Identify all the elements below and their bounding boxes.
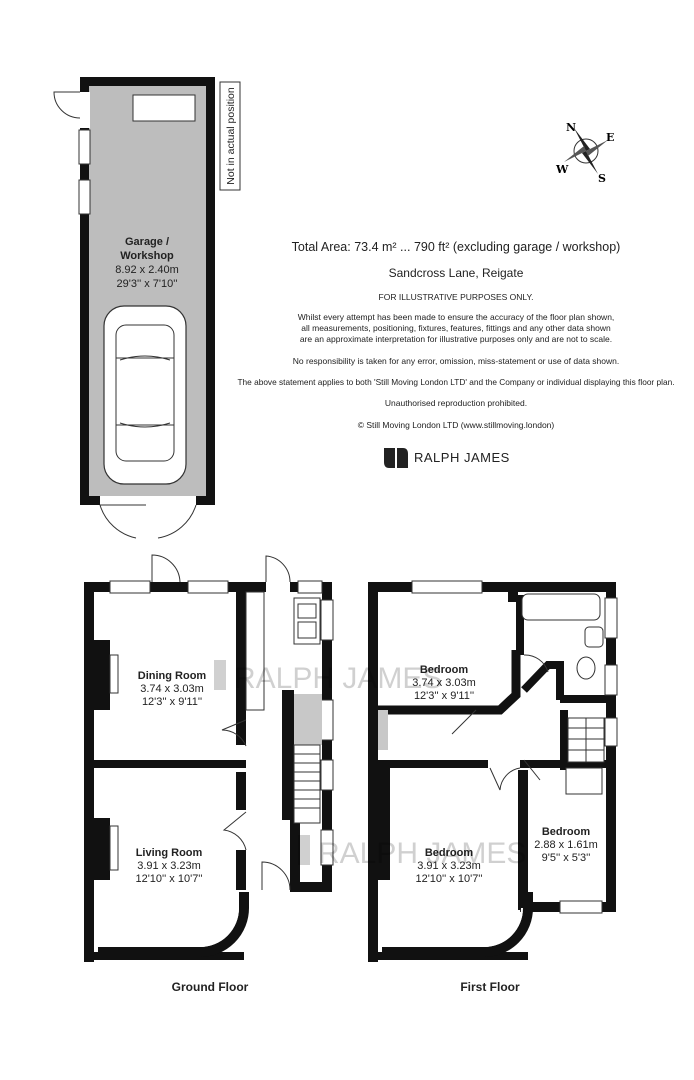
ralph-james-logo-icon: [384, 448, 408, 468]
ground-floor-plan: Dining Room 3.74 x 3.03m 12'3'' x 9'11''…: [84, 554, 334, 994]
garage-window: [78, 179, 91, 215]
disclaimer-line-2: all measurements, positioning, fixtures,…: [301, 323, 611, 333]
compass-s: S: [598, 172, 606, 185]
garage-name-line1: Garage /: [125, 236, 169, 248]
dining-room-imperial: 12'3'' x 9'11'': [142, 696, 202, 708]
illustrative-note: FOR ILLUSTRATIVE PURPOSES ONLY.: [378, 292, 534, 302]
kitchen-back-door: [265, 555, 291, 583]
bedroom-back-imperial: 12'3'' x 9'11'': [414, 690, 474, 702]
address: Sandcross Lane, Reigate: [388, 266, 524, 280]
watermark-ground: RALPH JAMES: [234, 662, 442, 695]
garage-door-right: [157, 504, 197, 539]
dining-room-name: Dining Room: [138, 670, 207, 682]
bedroom-front-imperial: 12'10'' x 10'7'': [415, 873, 482, 885]
disclaimer-line-1: Whilst every attempt has been made to en…: [297, 312, 615, 322]
bedroom-small-name: Bedroom: [542, 826, 591, 838]
living-room-name: Living Room: [136, 847, 203, 859]
garage-window: [78, 129, 91, 165]
bedroom-small-imperial: 9'5'' x 5'3'': [542, 852, 591, 864]
compass-rose: N E S W: [555, 121, 614, 185]
garage-imperial: 29'3'' x 7'10'': [117, 278, 178, 290]
garden-door: [151, 554, 181, 583]
responsibility-note: No responsibility is taken for any error…: [292, 356, 620, 366]
copyright-note: © Still Moving London LTD (www.stillmovi…: [357, 420, 555, 430]
workbench: [132, 94, 196, 122]
statement-note: The above statement applies to both 'Sti…: [237, 377, 675, 387]
garage-side-door: [53, 91, 81, 119]
bedroom-back-name: Bedroom: [420, 664, 469, 676]
compass-e: E: [606, 131, 614, 144]
total-area: Total Area: 73.4 m² ... 790 ft² (excludi…: [291, 240, 621, 254]
basin: [584, 626, 604, 648]
bedroom-front-name: Bedroom: [425, 847, 474, 859]
living-room-imperial: 12'10'' x 10'7'': [135, 873, 202, 885]
disclaimer: Whilst every attempt has been made to en…: [215, 312, 694, 345]
watermark-group: RALPH JAMES RALPH JAMES: [214, 660, 526, 870]
garage-plan: Not in actual position Garage / Workshop…: [53, 77, 241, 539]
bathtub: [521, 593, 601, 621]
dining-room-metric: 3.74 x 3.03m: [140, 683, 204, 695]
living-room-metric: 3.91 x 3.23m: [137, 860, 201, 872]
first-floor-plan: Bedroom 3.74 x 3.03m 12'3'' x 9'11'' Bed…: [368, 580, 618, 994]
brand-name: RALPH JAMES: [414, 450, 510, 465]
first-floor-title: First Floor: [460, 980, 520, 994]
compass-w: W: [555, 163, 569, 176]
garage-metric: 8.92 x 2.40m: [115, 264, 179, 276]
bedroom-front-metric: 3.91 x 3.23m: [417, 860, 481, 872]
bedroom-back-metric: 3.74 x 3.03m: [412, 677, 476, 689]
compass-n: N: [566, 121, 576, 134]
ground-stairs: [293, 744, 321, 824]
bedroom-small-metric: 2.88 x 1.61m: [534, 839, 598, 851]
not-actual-position-box: [219, 81, 241, 191]
ground-floor-title: Ground Floor: [172, 980, 249, 994]
reproduction-note: Unauthorised reproduction prohibited.: [384, 398, 528, 408]
garage-name-line2: Workshop: [120, 250, 174, 262]
disclaimer-line-3: are an approximate interpretation for il…: [299, 334, 613, 344]
first-stairs: [567, 717, 605, 763]
car-icon: [103, 305, 187, 485]
garage-door-left: [99, 504, 137, 539]
garage-side-note: Not in actual position: [225, 87, 237, 185]
watermark-first: RALPH JAMES: [318, 837, 526, 870]
toilet: [576, 656, 596, 680]
